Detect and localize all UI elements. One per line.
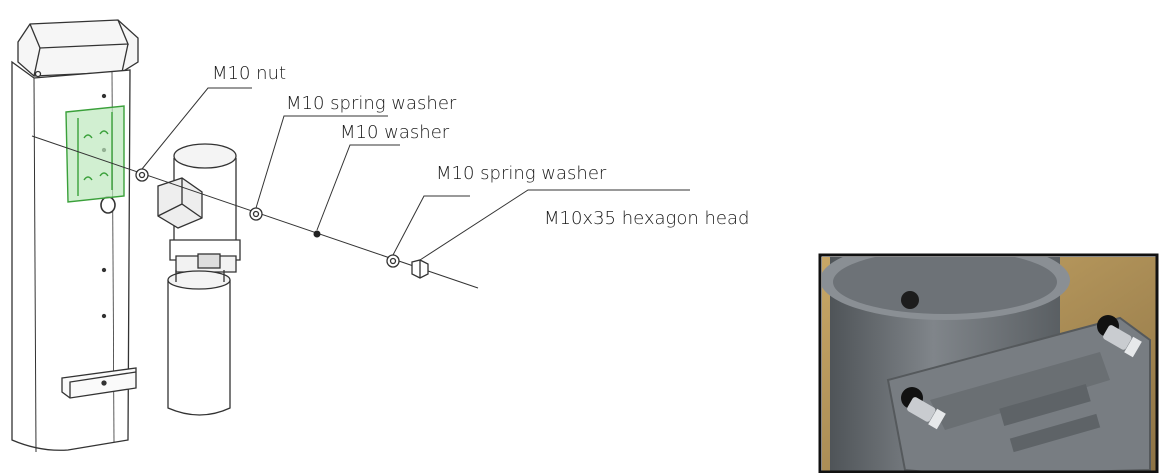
spring-washer-part-2 — [386, 254, 400, 268]
spring-washer-part-1 — [249, 207, 263, 221]
label-spring-washer-2: M10 spring washer — [436, 163, 607, 184]
washer-part — [313, 230, 321, 238]
leader-spring-washer-1 — [255, 115, 388, 209]
bolt-part — [411, 259, 429, 279]
foot-bracket — [61, 367, 137, 399]
column-hole — [100, 196, 116, 214]
photo-bolt-right — [1097, 315, 1142, 358]
leader-bolt — [419, 189, 690, 261]
leader-washer — [316, 144, 400, 231]
mounting-bracket-highlight — [65, 105, 125, 203]
label-spring-washer-1: M10 spring washer — [286, 93, 457, 114]
inset-photo-frame — [818, 253, 1159, 473]
inset-photo — [818, 253, 1159, 473]
label-bolt: M10x35 hexagon head — [544, 208, 749, 229]
pump-motor — [157, 143, 241, 416]
column-cap — [17, 19, 139, 77]
label-washer: M10 washer — [340, 122, 450, 143]
photo-bolt-left — [901, 387, 946, 430]
leader-lines — [141, 87, 690, 261]
column-post — [11, 19, 139, 453]
leader-spring-washer-2 — [392, 195, 470, 256]
nut-part — [135, 168, 149, 182]
label-nut: M10 nut — [212, 63, 286, 84]
leader-nut — [141, 87, 252, 170]
